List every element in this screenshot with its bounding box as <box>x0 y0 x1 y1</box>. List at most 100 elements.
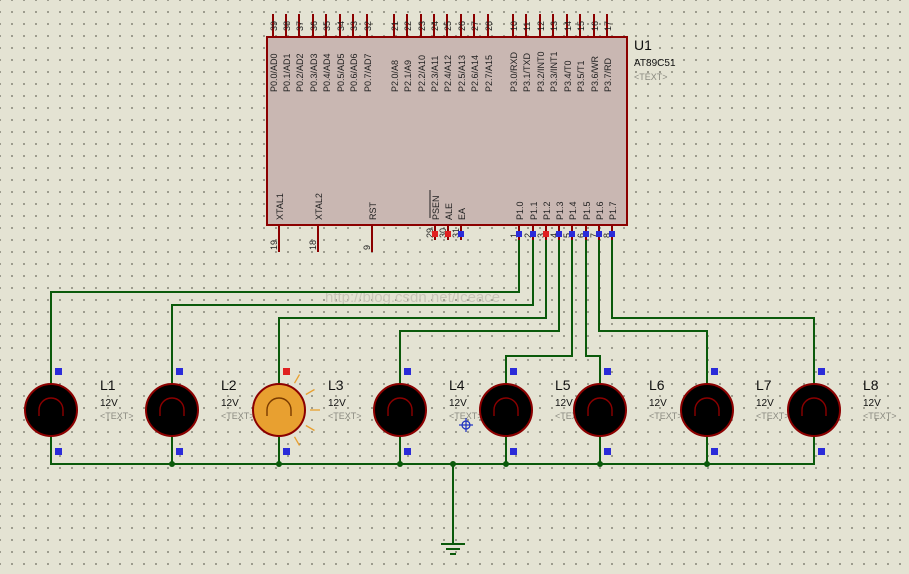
chip-pin-bottom[interactable]: 6P1.5 <box>576 201 592 240</box>
logic-state-marker <box>432 231 438 237</box>
chip-u1[interactable]: U1 AT89C51 <TEXT> 39P0.0/AD038P0.1/AD137… <box>266 14 676 252</box>
pin-number: 29 <box>425 228 435 238</box>
pin-label: P0.0/AD0 <box>269 53 279 92</box>
lamp-bulb-icon[interactable] <box>573 383 627 437</box>
pin-label: P1.2 <box>542 201 552 220</box>
chip-body[interactable] <box>266 36 628 226</box>
pin-label: P3.0/RXD <box>509 51 519 92</box>
logic-state-marker <box>711 448 718 455</box>
lamp-ref: L3 <box>328 377 344 393</box>
wire-ground-bus[interactable] <box>50 446 815 465</box>
wire-p17-l8[interactable] <box>611 240 815 376</box>
pin-number: 35 <box>322 21 332 31</box>
chip-part: AT89C51 <box>634 58 676 69</box>
pin-label: XTAL1 <box>275 193 285 220</box>
chip-pin-bottom[interactable]: 19 XTAL1 <box>269 193 285 252</box>
chip-pin-bottom[interactable]: 8P1.7 <box>602 201 618 240</box>
lamp-text: <TEXT> <box>649 411 683 421</box>
chip-pin-bottom[interactable]: 4P1.3 <box>549 201 565 240</box>
pin-label: P2.6/A14 <box>470 55 480 92</box>
logic-state-marker <box>604 448 611 455</box>
lamp-bulb-icon[interactable] <box>145 383 199 437</box>
wire-p15-l6[interactable] <box>585 240 601 376</box>
pin-number: 27 <box>470 21 480 31</box>
chip-pin-bottom[interactable]: 7P1.6 <box>589 201 605 240</box>
chip-ref: U1 <box>634 37 652 53</box>
pin-number: 19 <box>269 240 279 250</box>
pin-label: P0.5/AD5 <box>336 53 346 92</box>
pin-number: 15 <box>576 21 586 31</box>
pin-number: 3 <box>536 233 546 238</box>
lamp-value: 12V <box>328 398 346 409</box>
wire-p16-l7[interactable] <box>598 240 708 376</box>
cursor-crosshair-icon <box>459 418 473 432</box>
pin-label: P0.6/AD6 <box>349 53 359 92</box>
chip-pin-bottom[interactable]: 1P1.0 <box>509 201 525 240</box>
chip-pin-bottom[interactable]: 3 P1.2 <box>536 201 552 240</box>
pin-number: 22 <box>403 21 413 31</box>
light-rays-icon <box>293 374 320 446</box>
wire-p12-l3[interactable] <box>278 240 547 376</box>
pin-label: EA <box>457 208 467 220</box>
filament-icon <box>493 397 519 416</box>
wire-p14-l5[interactable] <box>505 240 573 376</box>
lamp-text: <TEXT> <box>863 411 897 421</box>
lamp-bulb-icon[interactable] <box>479 383 533 437</box>
pin-label: P0.2/AD2 <box>295 53 305 92</box>
wire-p11-l2[interactable] <box>171 240 534 376</box>
lamp-bulb-icon[interactable] <box>373 383 427 437</box>
lamp-bulb-icon[interactable] <box>24 383 78 437</box>
chip-pin-bottom[interactable]: 2P1.1 <box>523 201 539 240</box>
ground-icon[interactable] <box>441 543 465 555</box>
lamp-bulb-icon[interactable] <box>680 383 734 437</box>
logic-state-marker <box>458 231 464 237</box>
lamp-bulb-icon[interactable] <box>252 383 306 437</box>
chip-pin-bottom[interactable]: 5P1.4 <box>562 201 578 240</box>
lamp-text: <TEXT> <box>100 411 134 421</box>
wire-p10-l1[interactable] <box>50 240 520 376</box>
logic-state-marker <box>583 231 589 237</box>
lamp-bulb-icon[interactable] <box>787 383 841 437</box>
wire-p13-l4[interactable] <box>399 240 560 376</box>
logic-state-marker <box>609 231 615 237</box>
lamp-text: <TEXT> <box>555 411 589 421</box>
